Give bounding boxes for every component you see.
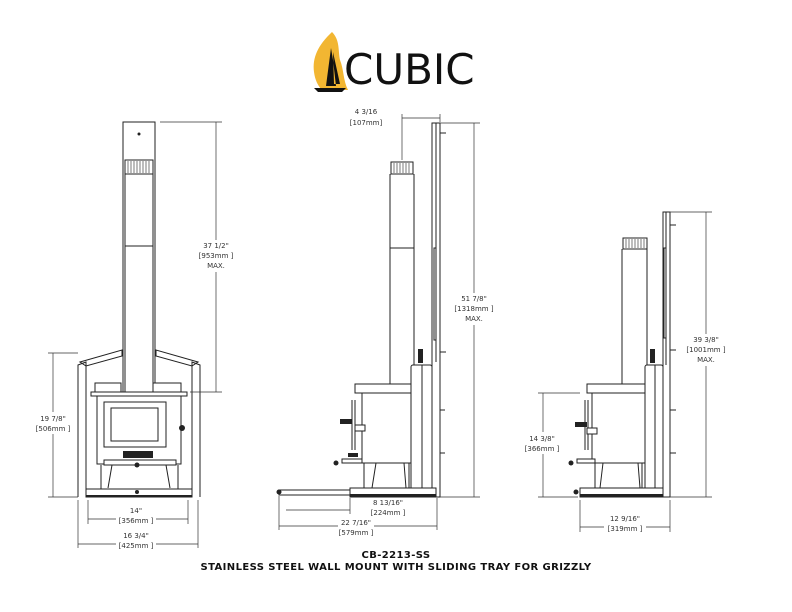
- front-outer-width: 16 3/4": [123, 532, 149, 540]
- total-depth-mm: [579mm ]: [339, 529, 374, 537]
- side-small-height-max-mm: [1001mm ]: [686, 346, 725, 354]
- sailboat-icon: [322, 48, 340, 86]
- side-top-offset: 4 3/16: [355, 108, 378, 116]
- front-inner-width: 14": [130, 507, 142, 515]
- front-height-max-note: MAX.: [207, 262, 225, 270]
- part-description: STAINLESS STEEL WALL MOUNT WITH SLIDING …: [200, 562, 592, 573]
- total-depth: 22 7/16": [341, 519, 371, 527]
- front-dimensions: 37 1/2" [953mm ] MAX. 19 7/8" [506mm ] 1…: [33, 121, 236, 552]
- side-large-height-max-mm: [1318mm ]: [454, 305, 493, 313]
- side-top-offset-mm: [107mm]: [350, 119, 383, 127]
- front-inner-width-mm: [356mm ]: [119, 517, 154, 525]
- tray-extension-mm: [224mm ]: [371, 509, 406, 517]
- side-large-height-max-note: MAX.: [465, 315, 483, 323]
- tray-extension: 8 13/16": [373, 499, 403, 507]
- front-height-max-mm: [953mm ]: [199, 252, 234, 260]
- front-height-max: 37 1/2": [203, 242, 229, 250]
- logo-text: CUBIC: [344, 45, 475, 94]
- side-large-dimensions: 4 3/16 [107mm] 51 7/8" [1318mm ] MAX. 22…: [278, 108, 496, 538]
- side-large-height-max: 51 7/8": [461, 295, 487, 303]
- front-outer-width-mm: [425mm ]: [119, 542, 154, 550]
- cubic-logo: CUBIC: [313, 32, 475, 94]
- side-small-depth-mm: [319mm ]: [608, 525, 643, 533]
- front-stand-height: 19 7/8": [40, 415, 66, 423]
- side-view-large: [276, 122, 446, 498]
- front-view: [77, 121, 201, 498]
- side-small-stand-height-mm: [366mm ]: [525, 445, 560, 453]
- side-small-dimensions: 39 3/8" [1001mm ] MAX. 14 3/8" [366mm ] …: [521, 211, 728, 534]
- front-stand-height-mm: [506mm ]: [36, 425, 71, 433]
- side-small-stand-height: 14 3/8": [529, 435, 555, 443]
- side-small-height-max: 39 3/8": [693, 336, 719, 344]
- part-number: CB-2213-SS: [361, 550, 431, 561]
- side-small-depth: 12 9/16": [610, 515, 640, 523]
- side-view-small: [568, 211, 676, 498]
- side-small-height-max-note: MAX.: [697, 356, 715, 364]
